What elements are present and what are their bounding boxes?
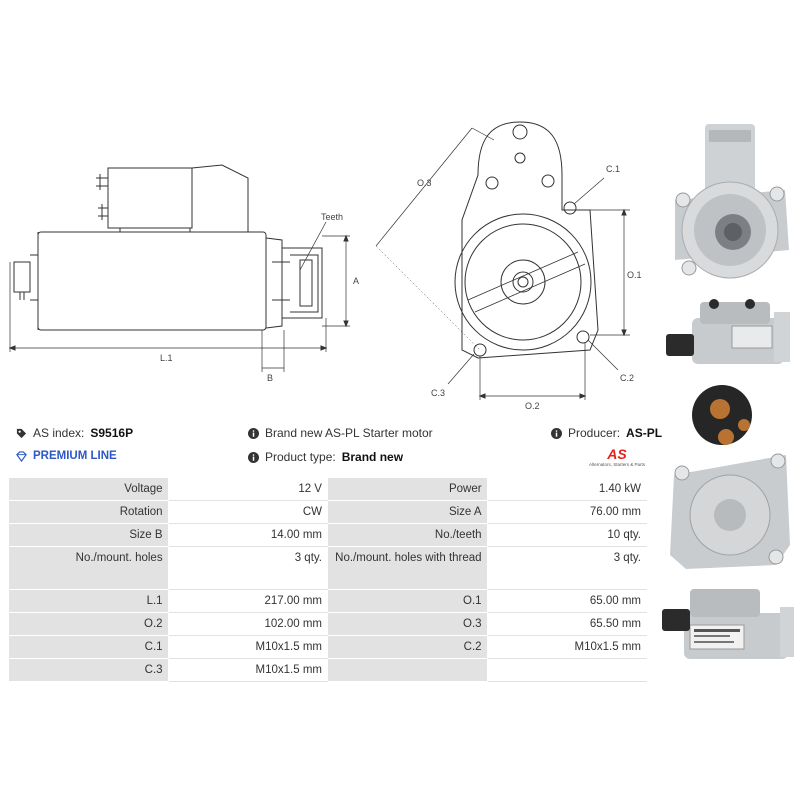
producer-line: Producer: AS-PL bbox=[551, 426, 662, 440]
producer-value: AS-PL bbox=[626, 426, 663, 440]
spec-value: 14.00 mm bbox=[167, 523, 328, 547]
spec-value: 65.50 mm bbox=[486, 612, 648, 636]
spec-key bbox=[326, 658, 488, 682]
info-icon bbox=[248, 427, 259, 439]
label-c3: C.3 bbox=[431, 388, 445, 398]
spec-key: No./mount. holes with thread bbox=[326, 546, 488, 590]
label-l1: L.1 bbox=[160, 353, 173, 363]
diamond-icon bbox=[16, 450, 27, 462]
spec-key: O.3 bbox=[326, 612, 488, 636]
product-photo-front bbox=[675, 124, 789, 279]
front-flange bbox=[461, 121, 599, 359]
type-label: Product type: bbox=[265, 450, 336, 464]
technical-drawing: Teeth A B L.1 O.1 O.2 O.3 C.1 C.2 C.3 bbox=[8, 121, 642, 410]
spec-key: Size B bbox=[8, 523, 169, 547]
label-b: B bbox=[267, 373, 273, 383]
spec-value: 1.40 kW bbox=[486, 477, 648, 501]
spec-key: C.1 bbox=[8, 635, 169, 659]
motor-housing bbox=[37, 231, 267, 331]
spec-value: 3 qty. bbox=[167, 546, 328, 590]
index-value: S9516P bbox=[90, 426, 134, 440]
label-a: A bbox=[353, 276, 359, 286]
index-label: AS index: bbox=[33, 426, 85, 440]
spec-value: M10x1.5 mm bbox=[167, 658, 328, 682]
spec-key: C.2 bbox=[326, 635, 488, 659]
spec-key: O.1 bbox=[326, 589, 488, 613]
description-text: Brand new AS-PL Starter motor bbox=[265, 426, 433, 440]
spec-key: No./teeth bbox=[326, 523, 488, 547]
label-o3: O.3 bbox=[417, 178, 432, 188]
type-value: Brand new bbox=[341, 450, 404, 464]
label-c2: C.2 bbox=[620, 373, 634, 383]
spec-value: 65.00 mm bbox=[486, 589, 648, 613]
info-icon bbox=[248, 451, 259, 463]
spec-key: Rotation bbox=[8, 500, 169, 524]
producer-label: Producer: bbox=[568, 426, 621, 440]
spec-value bbox=[486, 658, 648, 682]
spec-key: C.3 bbox=[8, 658, 169, 682]
spec-value: 217.00 mm bbox=[167, 589, 328, 613]
label-o1: O.1 bbox=[627, 270, 642, 280]
logo-text: AS bbox=[607, 446, 627, 462]
spec-value: 12 V bbox=[167, 477, 328, 501]
spec-key: Voltage bbox=[8, 477, 169, 501]
product-photo-rear bbox=[670, 385, 790, 569]
label-o2: O.2 bbox=[525, 401, 540, 410]
info-icon bbox=[551, 427, 562, 439]
spec-key: O.2 bbox=[8, 612, 169, 636]
tag-icon bbox=[16, 428, 27, 438]
product-photo-label bbox=[662, 589, 794, 659]
spec-value: CW bbox=[167, 500, 328, 524]
spec-value: 10 qty. bbox=[486, 523, 648, 547]
description-line: Brand new AS-PL Starter motor bbox=[248, 426, 433, 440]
spec-key: L.1 bbox=[8, 589, 169, 613]
spec-value: 3 qty. bbox=[486, 546, 648, 590]
label-c1: C.1 bbox=[606, 164, 620, 174]
spec-value: M10x1.5 mm bbox=[486, 635, 648, 659]
label-teeth: Teeth bbox=[321, 212, 343, 222]
logo-tagline: Alternators, Starters & Parts bbox=[588, 462, 646, 467]
spec-key: No./mount. holes bbox=[8, 546, 169, 590]
spec-key: Size A bbox=[326, 500, 488, 524]
premium-line: PREMIUM LINE bbox=[16, 450, 117, 462]
product-type-line: Product type: Brand new bbox=[248, 450, 403, 464]
as-pl-logo: AS Alternators, Starters & Parts bbox=[585, 447, 649, 471]
product-photo-side bbox=[666, 299, 790, 364]
solenoid bbox=[107, 167, 193, 229]
premium-label: PREMIUM LINE bbox=[33, 450, 117, 462]
spec-key: Power bbox=[326, 477, 488, 501]
index-line: AS index: S9516P bbox=[16, 426, 133, 440]
spec-value: 102.00 mm bbox=[167, 612, 328, 636]
spec-value: 76.00 mm bbox=[486, 500, 648, 524]
spec-value: M10x1.5 mm bbox=[167, 635, 328, 659]
